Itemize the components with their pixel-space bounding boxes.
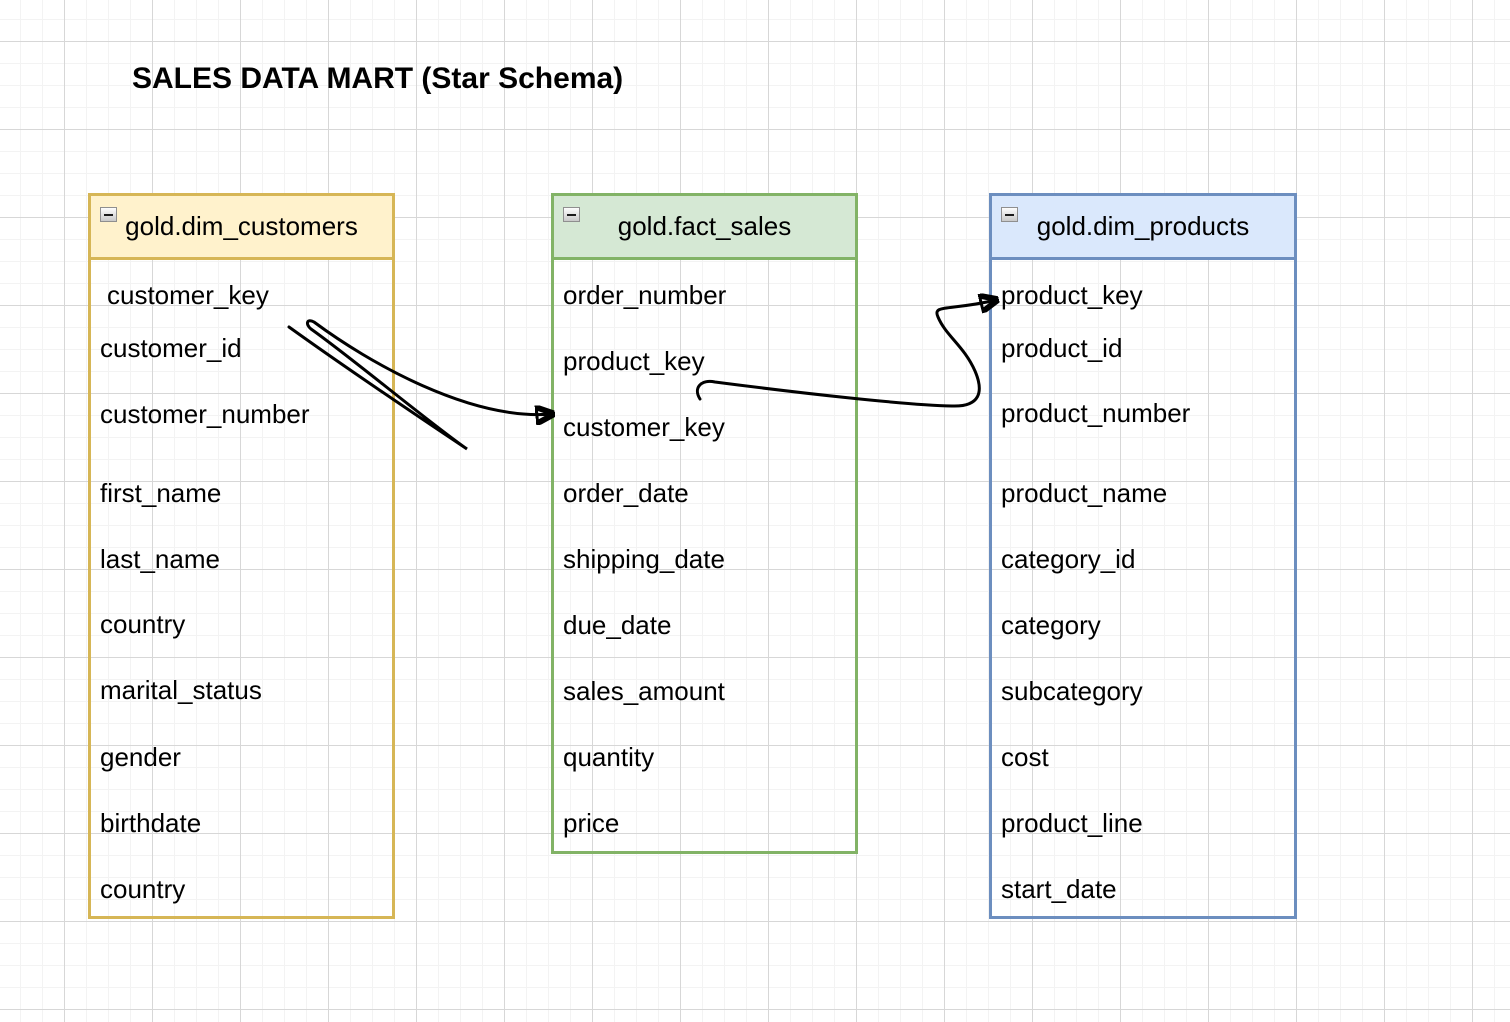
row-shipping-date[interactable]: shipping_date [563, 544, 725, 574]
row-marital-status[interactable]: marital_status [100, 675, 262, 705]
collapse-minus-icon[interactable] [1001, 207, 1018, 222]
row-first-name[interactable]: first_name [100, 478, 222, 508]
row-category-id[interactable]: category_id [1001, 544, 1136, 574]
row-country[interactable]: country [100, 609, 186, 639]
row-last-name[interactable]: last_name [100, 544, 220, 574]
table-title: gold.fact_sales [617, 211, 792, 241]
collapse-minus-icon[interactable] [100, 207, 117, 222]
minus-glyph [104, 213, 113, 216]
row-order-number[interactable]: order_number [563, 280, 727, 310]
table-header-dim-customers[interactable]: gold.dim_customers [91, 196, 392, 260]
row-birthdate[interactable]: birthdate [100, 808, 202, 838]
row-product-name[interactable]: product_name [1001, 478, 1168, 508]
row-gender[interactable]: gender [100, 742, 181, 772]
row-subcategory[interactable]: subcategory [1001, 676, 1143, 706]
page-title[interactable]: SALES DATA MART (Star Schema) [132, 62, 624, 95]
row-price[interactable]: price [563, 808, 620, 838]
row-quantity[interactable]: quantity [563, 742, 655, 772]
entity-table-fact-sales[interactable]: gold.fact_sales order_number product_key… [551, 193, 858, 854]
row-product-line[interactable]: product_line [1001, 808, 1143, 838]
row-customer-number[interactable]: customer_number [100, 399, 310, 429]
table-title: gold.dim_customers [125, 211, 358, 241]
row-category[interactable]: category [1001, 610, 1101, 640]
minus-glyph [567, 213, 576, 216]
entity-table-dim-products[interactable]: gold.dim_products product_key product_id… [989, 193, 1297, 919]
row-start-date[interactable]: start_date [1001, 874, 1117, 904]
entity-table-dim-customers[interactable]: gold.dim_customers customer_key customer… [88, 193, 395, 919]
row-customer-id[interactable]: customer_id [100, 333, 242, 363]
row-country-2[interactable]: country [100, 874, 186, 904]
row-product-id[interactable]: product_id [1001, 333, 1123, 363]
row-order-date[interactable]: order_date [563, 478, 689, 508]
row-product-key[interactable]: product_key [563, 346, 705, 376]
table-title: gold.dim_products [1036, 211, 1250, 241]
table-header-dim-products[interactable]: gold.dim_products [992, 196, 1294, 260]
row-customer-key[interactable]: customer_key [107, 280, 269, 310]
row-customer-key[interactable]: customer_key [563, 412, 725, 442]
row-sales-amount[interactable]: sales_amount [563, 676, 725, 706]
collapse-minus-icon[interactable] [563, 207, 580, 222]
row-product-number[interactable]: product_number [1001, 398, 1191, 428]
row-product-key[interactable]: product_key [1001, 280, 1143, 310]
row-product-line2[interactable]: cost [1001, 742, 1049, 772]
row-due-date[interactable]: due_date [563, 610, 672, 640]
minus-glyph [1005, 213, 1014, 216]
table-header-fact-sales[interactable]: gold.fact_sales [554, 196, 855, 260]
